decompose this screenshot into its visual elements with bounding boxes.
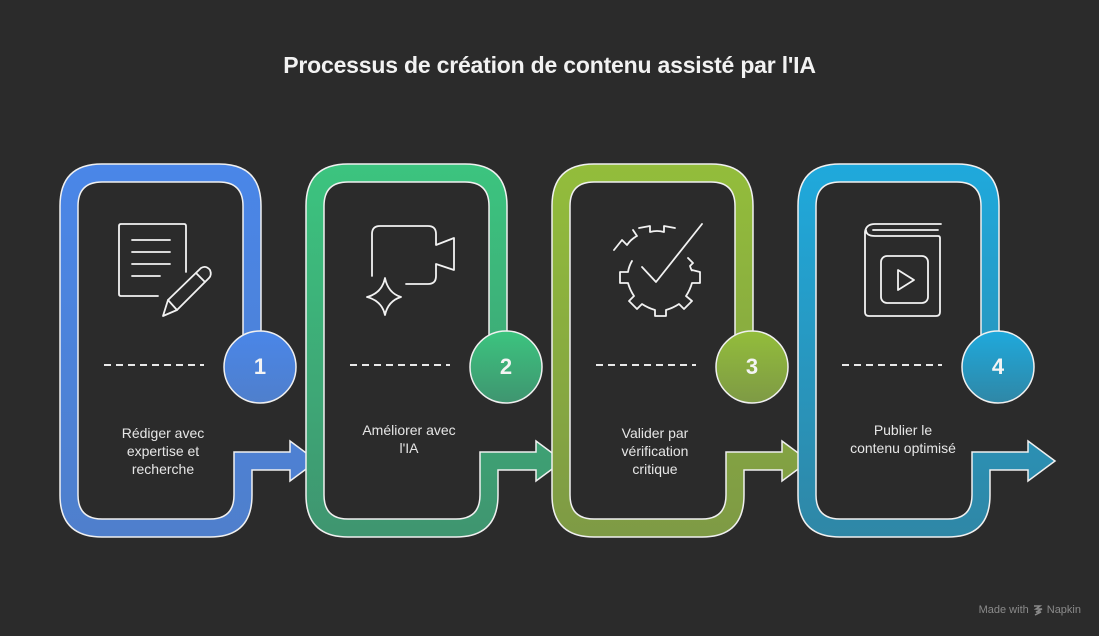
step-3-label: Valider par vérification critique xyxy=(621,425,689,477)
step-4-label: Publier le contenu optimisé xyxy=(850,422,956,456)
step-3-number-badge: 3 xyxy=(745,354,759,379)
diagram-title: Processus de création de contenu assisté… xyxy=(283,52,816,78)
step-2-shape xyxy=(305,163,565,538)
step-1-number-badge: 1 xyxy=(253,354,267,379)
book-play-icon xyxy=(864,223,942,317)
napkin-brand: Napkin xyxy=(1046,604,1081,616)
gear-check-icon xyxy=(613,223,703,317)
step-1-shape xyxy=(59,163,319,538)
step-2-label: Améliorer avec l'IA xyxy=(362,422,456,456)
step-4-shape xyxy=(797,163,1057,538)
video-sparkle-icon xyxy=(366,225,455,316)
made-with-napkin[interactable]: Made with Napkin xyxy=(979,604,1081,616)
step-3-shape xyxy=(551,163,811,538)
step-1-label: Rédiger avec expertise et recherche xyxy=(121,425,205,477)
document-pencil-icon xyxy=(118,223,212,317)
napkin-logo-icon xyxy=(1033,604,1043,616)
step-2-number-badge: 2 xyxy=(499,354,513,379)
step-4-number-badge: 4 xyxy=(991,354,1005,379)
made-with-text: Made with xyxy=(978,604,1029,616)
